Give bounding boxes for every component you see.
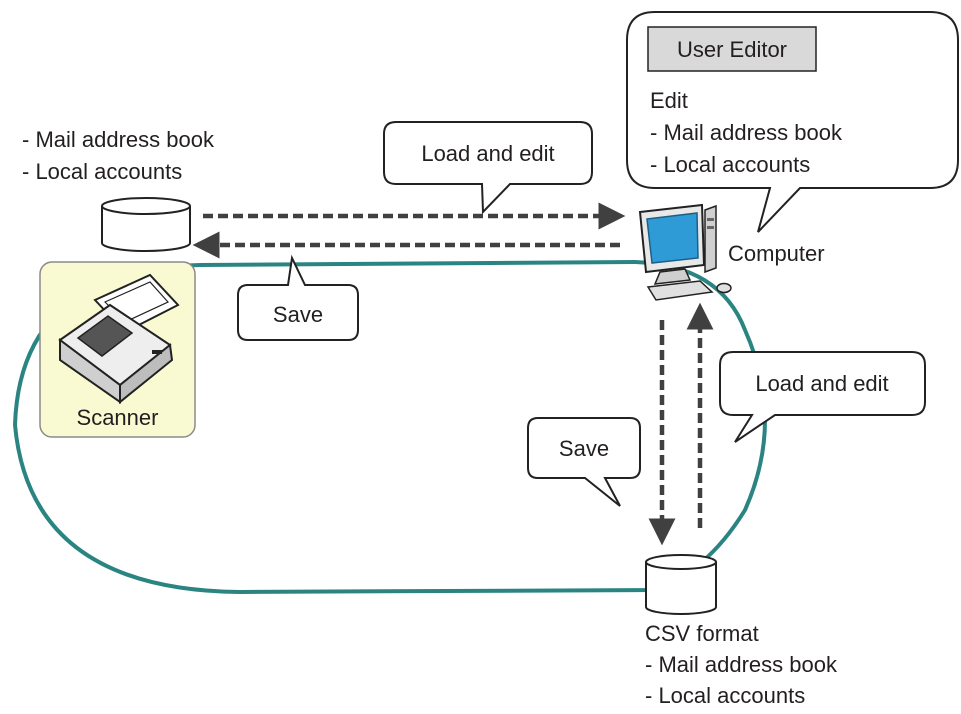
csv-db-line-2: - Mail address book bbox=[645, 652, 838, 677]
user-editor-line-3: - Local accounts bbox=[650, 152, 810, 177]
callout-top-save-text: Save bbox=[273, 302, 323, 327]
database-icon bbox=[645, 554, 717, 615]
user-editor-title-box bbox=[647, 26, 817, 72]
database-icon bbox=[101, 197, 191, 252]
scanner-label: Scanner bbox=[77, 405, 159, 430]
scanner-icon bbox=[58, 273, 180, 405]
csv-db-line-1: CSV format bbox=[645, 621, 759, 646]
scanner-database: - Mail address book - Local accounts bbox=[22, 127, 215, 252]
user-editor-line-2: - Mail address book bbox=[650, 120, 843, 145]
callout-top-save: Save bbox=[237, 254, 359, 341]
callout-right-load-text: Load and edit bbox=[755, 371, 888, 396]
callout-right-save-text: Save bbox=[559, 436, 609, 461]
scanner-db-line-1: - Mail address book bbox=[22, 127, 215, 152]
scanner-node: Scanner bbox=[39, 261, 196, 438]
user-editor-bubble: User Editor Edit - Mail address book - L… bbox=[626, 11, 959, 233]
callout-right-load: Load and edit bbox=[719, 351, 926, 443]
callout-right-save: Save bbox=[527, 417, 641, 507]
computer-icon bbox=[638, 203, 732, 301]
callout-top-load: Load and edit bbox=[383, 121, 593, 215]
scanner-db-line-2: - Local accounts bbox=[22, 159, 182, 184]
computer-label: Computer bbox=[728, 241, 825, 266]
user-editor-title: User Editor bbox=[677, 37, 787, 62]
user-editor-line-1: Edit bbox=[650, 88, 688, 113]
csv-db-line-3: - Local accounts bbox=[645, 683, 805, 708]
callout-top-load-text: Load and edit bbox=[421, 141, 554, 166]
csv-database: CSV format - Mail address book - Local a… bbox=[645, 554, 838, 708]
computer-node: Computer bbox=[638, 203, 825, 301]
